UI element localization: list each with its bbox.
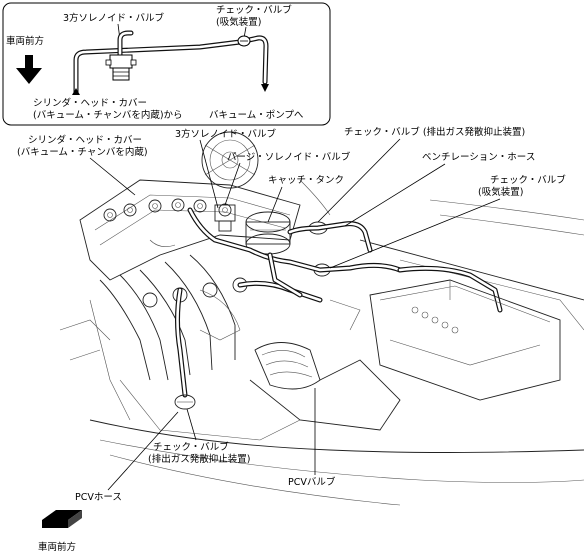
check-lower-leader bbox=[186, 408, 197, 441]
pcv-hose-leader bbox=[107, 411, 179, 491]
check-lower-label-2: (排出ガス発散抑止装置) bbox=[148, 453, 250, 465]
front-direction-arrow-down-icon bbox=[16, 55, 42, 84]
check-lower-label-1: チェック・バルブ bbox=[153, 441, 229, 453]
purge-label: パージ・ソレノイド・バルブ bbox=[227, 151, 351, 163]
check-intake-label-2: (吸気装置) bbox=[478, 186, 523, 198]
inset-solenoid-valve-icon bbox=[105, 54, 137, 81]
pcv-valve bbox=[254, 342, 321, 390]
bottom-front-label: 車両前方 bbox=[38, 541, 76, 553]
ventilation-label: ベンチレーション・ホース bbox=[422, 152, 535, 163]
ventilation-leader bbox=[344, 163, 446, 227]
battery-box bbox=[369, 279, 561, 401]
inset-check-valve-label-1: チェック・バルブ bbox=[216, 4, 292, 16]
inset-diagram: 車両前方 3方ソレノイド・バルブ チェック・バルブ (吸気装置) bbox=[2, 2, 331, 126]
check-exhaust-leader bbox=[317, 138, 401, 223]
inset-up-arrow-icon bbox=[72, 88, 80, 95]
head-cover-label-2: (バキューム・チャンバを内蔵) bbox=[17, 146, 148, 158]
cylinder-head-cover bbox=[79, 179, 301, 281]
inset-frame bbox=[2, 2, 331, 126]
timing-pulley bbox=[201, 131, 259, 189]
catch-tank-leader bbox=[267, 186, 283, 223]
check-exhaust-label: チェック・バルブ (排出ガス発散抑止装置) bbox=[344, 126, 525, 138]
plug-bosses bbox=[103, 198, 232, 222]
head-cover-leader bbox=[89, 157, 136, 196]
inset-head-cover-label-2: (バキューム・チャンバを内蔵)から bbox=[33, 109, 183, 121]
inset-pump-label: バキューム・ポンプへ bbox=[209, 110, 304, 121]
inset-solenoid-label: 3方ソレノイド・バルブ bbox=[63, 12, 165, 24]
solenoid-label: 3方ソレノイド・バルブ bbox=[175, 128, 277, 140]
check-valve-exhaust-lower bbox=[174, 394, 196, 410]
inset-check-valve-icon bbox=[237, 35, 251, 47]
engine-illustration bbox=[59, 131, 584, 506]
check-intake-leader bbox=[329, 198, 501, 269]
head-cover-label-1: シリンダ・ヘッド・カバー bbox=[28, 134, 142, 146]
inset-check-valve-label-2: (吸気装置) bbox=[216, 16, 261, 28]
inset-head-cover-label-1: シリンダ・ヘッド・カバー bbox=[33, 97, 147, 109]
catch-tank-label: キャッチ・タンク bbox=[268, 175, 344, 186]
intake-manifold bbox=[89, 254, 248, 421]
inset-front-label: 車両前方 bbox=[6, 35, 44, 47]
pcv-valve-label: PCVバルブ bbox=[288, 476, 336, 488]
hood-line bbox=[89, 419, 584, 453]
solenoid-leader bbox=[199, 139, 219, 209]
inset-hose-run bbox=[73, 30, 269, 95]
purge-leader bbox=[224, 162, 241, 206]
front-direction-arrow-bottom-icon bbox=[42, 510, 82, 528]
hose-network bbox=[175, 207, 503, 398]
inset-down-arrow-icon bbox=[261, 84, 269, 92]
check-intake-label-1: チェック・バルブ bbox=[490, 174, 566, 186]
purge-solenoid-valve bbox=[214, 204, 236, 232]
pcv-hose-label: PCVホース bbox=[75, 492, 122, 503]
main-labels: シリンダ・ヘッド・カバー (バキューム・チャンバを内蔵) 3方ソレノイド・バルブ… bbox=[17, 126, 566, 553]
catch-tank bbox=[245, 211, 291, 255]
